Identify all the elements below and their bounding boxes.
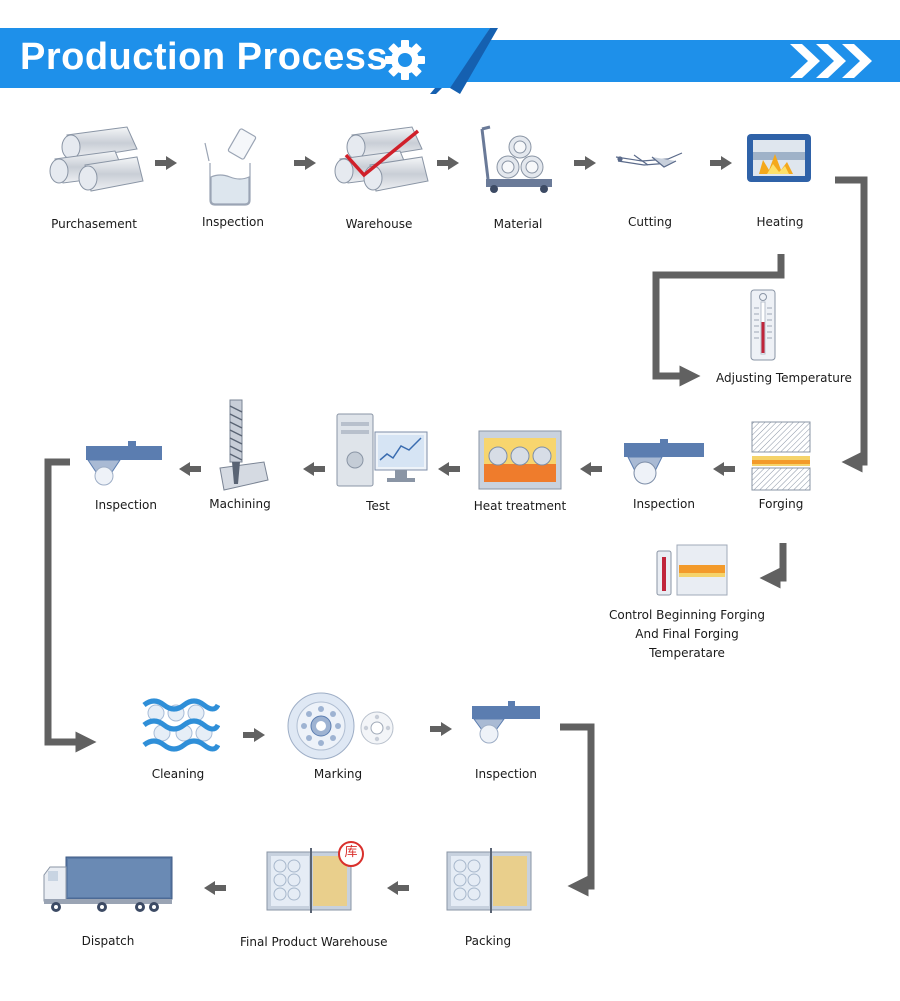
drill-icon (219, 399, 269, 491)
forging-press-icon (751, 421, 811, 491)
step-final-product-warehouse: 库 (265, 838, 365, 913)
step-dispatch (42, 855, 174, 915)
arrow-left-icon (204, 881, 226, 895)
arrow-right-icon (574, 156, 596, 170)
cart-icon (480, 125, 552, 193)
cutting-tool-icon (615, 152, 683, 168)
inspection-machine-icon (86, 441, 162, 486)
step-test (335, 410, 430, 490)
temperature-panel-icon (656, 544, 728, 596)
thermometer-icon (750, 289, 776, 361)
step-label-adjusting-temperature: Adjusting Temperature (716, 371, 852, 385)
header-banner (0, 0, 900, 100)
stamp-text: 库 (344, 845, 358, 860)
step-label-marking: Marking (313, 767, 363, 781)
inspection-machine-icon (472, 701, 540, 744)
steel-pipes-icon (49, 126, 144, 192)
step-label-purchasement: Purchasement (51, 217, 137, 231)
step-label-warehouse: Warehouse (345, 217, 413, 231)
furnace-icon (747, 134, 811, 182)
arrow-right-icon (710, 156, 732, 170)
arrow-left-icon (580, 462, 602, 476)
computer-icon (336, 413, 428, 487)
check-icon (344, 129, 420, 178)
step-inspection-2 (622, 437, 707, 487)
step-label-test: Test (366, 499, 390, 513)
step-label-inspection-4: Inspection (475, 767, 537, 781)
step-purchasement (45, 125, 145, 200)
warehouse-case-icon (266, 841, 364, 913)
step-material (478, 125, 558, 195)
step-cutting (612, 145, 687, 175)
step-label-heat-treatment: Heat treatment (473, 499, 567, 513)
arrow-right-icon (243, 728, 265, 742)
truck-icon (43, 856, 173, 912)
step-cleaning (140, 695, 221, 755)
step-label-inspection-2: Inspection (633, 497, 695, 511)
step-label-machining: Machining (209, 497, 271, 511)
step-warehouse (330, 125, 430, 200)
step-label-heating: Heating (756, 215, 804, 229)
chevron-right-icon (790, 44, 872, 78)
beaker-icon (204, 128, 257, 206)
step-label-dispatch: Dispatch (81, 934, 135, 948)
arrow-left-icon (303, 462, 325, 476)
step-heating (745, 130, 815, 185)
arrow-right-icon (430, 722, 452, 736)
step-label-cutting: Cutting (628, 215, 672, 229)
step-label-packing: Packing (464, 934, 512, 948)
cleaning-icon (142, 698, 221, 752)
step-marking (285, 690, 395, 765)
step-heat-treatment (478, 430, 562, 490)
step-label-cleaning: Cleaning (151, 767, 205, 781)
step-adjusting-temperature (748, 288, 778, 363)
arrow-left-icon (387, 881, 409, 895)
arrow-right-icon (294, 156, 316, 170)
arrow-left-icon (438, 462, 460, 476)
step-machining (210, 398, 270, 493)
checked-pipes-icon (334, 126, 429, 192)
inspection-machine-icon (624, 439, 704, 485)
step-inspection-3 (84, 440, 164, 490)
arrow-right-icon (437, 156, 459, 170)
arrow-left-icon (179, 462, 201, 476)
step-forging (750, 420, 812, 492)
step-control-forging-temp (655, 543, 730, 598)
step-inspection-4 (470, 700, 542, 748)
step-packing (445, 848, 533, 913)
step-label-material: Material (493, 217, 543, 231)
step-label-forging: Forging (758, 497, 804, 511)
gear-icon (385, 40, 425, 80)
flange-icon (287, 692, 394, 760)
arrow-left-icon (713, 462, 735, 476)
arrow-right-icon (155, 156, 177, 170)
wooden-case-icon (446, 848, 532, 913)
step-label-inspection-1: Inspection (202, 215, 264, 229)
step-label-final-product-warehouse: Final Product Warehouse (240, 935, 388, 949)
heat-treatment-oven-icon (478, 430, 562, 490)
stamp-icon (338, 841, 364, 867)
step-inspection-1 (195, 125, 270, 210)
step-label-inspection-3: Inspection (95, 498, 157, 512)
page-title: Production Process (20, 36, 388, 78)
